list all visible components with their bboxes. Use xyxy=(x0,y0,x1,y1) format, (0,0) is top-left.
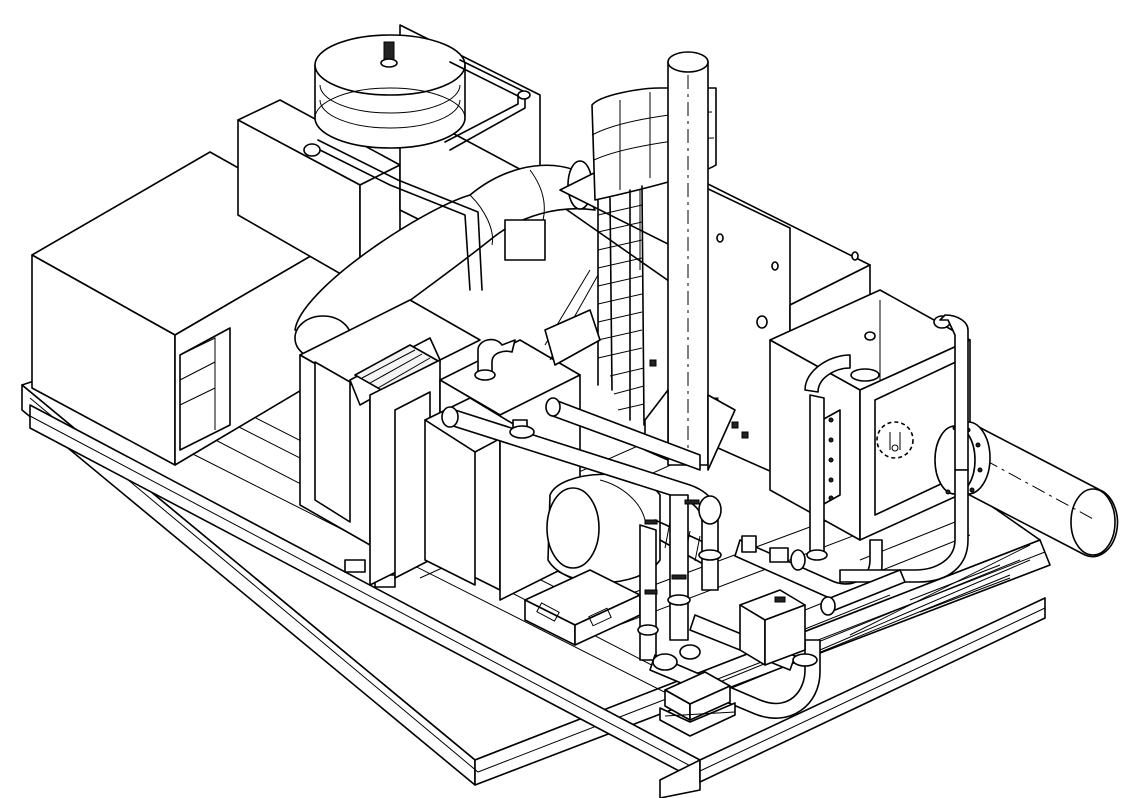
storage-tank xyxy=(314,34,531,151)
heat-exchanger xyxy=(769,289,971,541)
exhaust-stack xyxy=(644,51,736,471)
pump-unit xyxy=(652,589,806,737)
intake-duct xyxy=(294,139,596,361)
engine-block xyxy=(299,299,581,601)
